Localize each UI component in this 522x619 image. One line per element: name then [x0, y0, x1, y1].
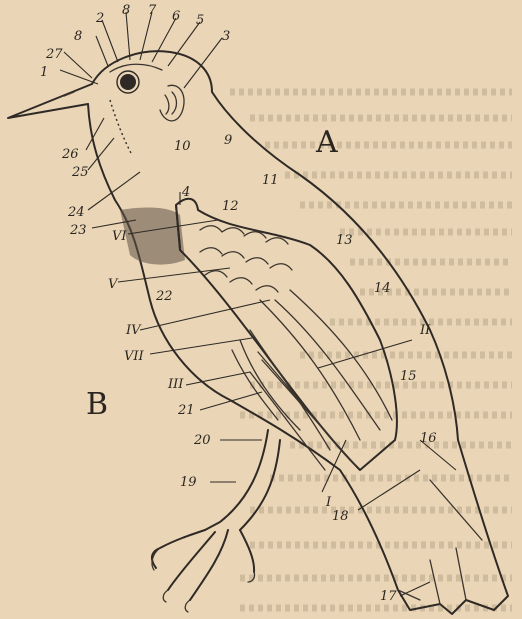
eye — [120, 74, 136, 90]
part-label-18: 18 — [332, 509, 349, 524]
part-label-26: 26 — [61, 147, 79, 162]
part-label-27: 27 — [45, 47, 63, 62]
ear-coverts — [160, 85, 184, 121]
part-label-6: 6 — [172, 9, 180, 24]
beak — [8, 84, 92, 118]
part-label-5: 5 — [196, 13, 204, 28]
eyebrow — [110, 64, 162, 72]
part-label-2: 2 — [95, 11, 104, 26]
part-label-4: 4 — [181, 185, 190, 200]
leg — [205, 430, 268, 530]
roman-label-I: I — [325, 495, 332, 510]
bird-drawing — [8, 51, 508, 614]
part-label-24: 24 — [67, 205, 85, 220]
region-label-A: A — [315, 125, 338, 160]
part-label-21: 21 — [177, 403, 195, 418]
flight-feathers — [232, 290, 392, 450]
part-label-16: 16 — [420, 431, 437, 446]
part-label-8-lower: 8 — [74, 29, 82, 44]
part-label-12: 12 — [222, 199, 239, 214]
part-label-19: 19 — [180, 475, 197, 490]
part-label-20: 20 — [193, 433, 211, 448]
part-label-7: 7 — [148, 3, 157, 18]
part-label-10: 10 — [174, 139, 191, 154]
part-label-23: 23 — [69, 223, 87, 238]
part-label-8: 8 — [122, 3, 130, 18]
part-label-1: 1 — [40, 65, 48, 80]
wing-outline — [176, 199, 397, 470]
roman-label-IV: IV — [125, 323, 142, 338]
body-outline — [88, 51, 508, 614]
part-label-17: 17 — [380, 589, 397, 604]
roman-label-VI: VI — [112, 229, 127, 244]
background-print-lines — [230, 92, 512, 608]
foot — [152, 530, 254, 600]
roman-label-III: III — [167, 377, 184, 392]
part-label-14: 14 — [374, 281, 391, 296]
part-label-22: 22 — [155, 289, 173, 304]
part-label-15: 15 — [400, 369, 417, 384]
part-label-11: 11 — [262, 173, 279, 188]
breast-patch — [120, 208, 185, 265]
part-label-13: 13 — [336, 233, 353, 248]
roman-label-VII: VII — [124, 349, 145, 364]
region-label-B: B — [86, 387, 108, 422]
roman-label-II: II — [419, 323, 431, 338]
roman-label-V: V — [108, 277, 119, 292]
part-label-25: 25 — [71, 165, 89, 180]
part-label-9: 9 — [224, 133, 232, 148]
part-label-3: 3 — [222, 29, 230, 44]
